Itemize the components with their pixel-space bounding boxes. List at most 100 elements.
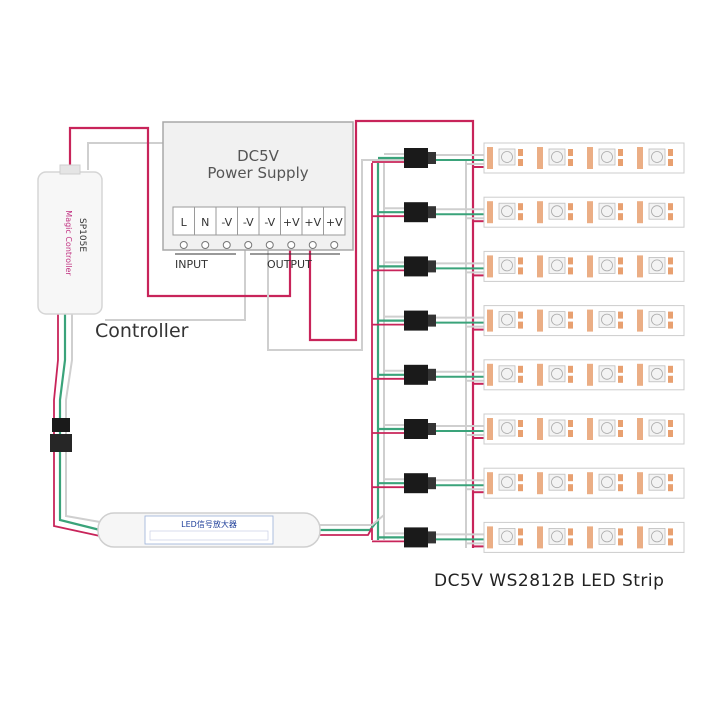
copper-pad	[487, 363, 493, 386]
copper-pad	[537, 472, 543, 495]
resistor	[568, 430, 573, 437]
copper-pad	[487, 255, 493, 278]
led-lens	[601, 313, 613, 326]
led-lens	[601, 151, 613, 163]
copper-pad	[487, 309, 493, 332]
led-lens	[551, 422, 563, 434]
led-lens	[601, 367, 613, 380]
resistor	[618, 257, 623, 265]
terminal-screw	[201, 241, 210, 249]
led-lens	[651, 205, 663, 218]
input-label: INPUT	[175, 258, 208, 271]
led-strip-row	[372, 142, 685, 174]
led-lens	[601, 530, 613, 543]
resistor	[518, 365, 523, 373]
strip-connector	[404, 148, 428, 168]
copper-pad	[637, 147, 643, 169]
copper-pad	[587, 255, 593, 278]
terminal-screw	[179, 241, 188, 249]
resistor	[668, 159, 673, 166]
resistor	[518, 474, 523, 482]
resistor	[568, 528, 573, 536]
ground-wire-psu	[267, 159, 468, 351]
led-lens	[651, 422, 663, 434]
copper-pad	[487, 418, 493, 440]
strip-connector-tip	[428, 531, 436, 544]
resistor	[518, 257, 523, 265]
resistor	[618, 375, 623, 383]
resistor	[618, 159, 623, 166]
copper-pad	[587, 472, 593, 495]
amplifier-label-plate	[144, 515, 274, 545]
resistor	[518, 149, 523, 156]
resistor	[618, 430, 623, 437]
resistor	[618, 321, 623, 329]
resistor	[668, 528, 673, 536]
resistor	[668, 213, 673, 221]
resistor	[618, 365, 623, 373]
copper-pad	[537, 418, 543, 440]
led-lens	[601, 259, 613, 272]
controller-connector	[50, 418, 72, 452]
controller-model: SP105E	[77, 218, 87, 252]
strip-connector-tip	[428, 152, 436, 164]
led-strip	[483, 413, 685, 445]
led-strip-row	[372, 413, 685, 445]
led-lens	[501, 151, 513, 163]
connector-bottom	[50, 434, 72, 452]
copper-pad	[587, 418, 593, 440]
resistor	[618, 484, 623, 492]
strip-connector-tip	[428, 260, 436, 273]
strip-connector-tip	[428, 423, 436, 435]
copper-pad	[587, 309, 593, 332]
controller-brand: Magic Controller	[64, 210, 73, 276]
strip-connector-tip	[428, 206, 436, 219]
pink-wire-controller	[53, 312, 101, 537]
resistor	[568, 267, 573, 275]
copper-pad	[637, 201, 643, 224]
resistor	[568, 538, 573, 546]
led-lens	[651, 530, 663, 543]
pink-wire-amplifier	[318, 527, 373, 536]
resistor	[518, 484, 523, 492]
resistor	[568, 149, 573, 156]
terminal-label: +V	[304, 216, 321, 229]
resistor	[568, 203, 573, 211]
led-strip-row	[372, 250, 685, 282]
copper-pad	[537, 363, 543, 386]
led-lens	[601, 422, 613, 434]
terminal-screw	[265, 241, 274, 249]
led-lens	[551, 476, 563, 489]
positive-wire-controller	[68, 126, 292, 298]
terminal-screw	[222, 241, 231, 249]
controller-cable-top	[59, 164, 81, 175]
copper-pad	[587, 526, 593, 549]
resistor	[518, 321, 523, 329]
led-lens	[651, 259, 663, 272]
led-lens	[551, 313, 563, 326]
copper-pad	[637, 472, 643, 495]
strip-connector-tip	[428, 477, 436, 490]
strip-connector	[404, 310, 428, 331]
copper-pad	[637, 255, 643, 278]
copper-pad	[487, 147, 493, 169]
resistor	[668, 420, 673, 427]
amplifier-text: LED信号放大器	[181, 519, 237, 529]
resistor	[518, 267, 523, 275]
terminal-label: -V	[221, 216, 232, 229]
led-lens	[501, 259, 513, 272]
terminal-screw	[287, 241, 296, 249]
led-lens	[501, 530, 513, 543]
copper-pad	[637, 309, 643, 332]
led-lens	[501, 205, 513, 218]
resistor	[668, 321, 673, 329]
led-lens	[551, 151, 563, 163]
resistor	[518, 213, 523, 221]
copper-pad	[537, 147, 543, 169]
grey-wire-amplifier	[318, 514, 385, 526]
led-lens	[601, 205, 613, 218]
resistor	[568, 365, 573, 373]
power-supply-line1: DC5V	[237, 147, 280, 165]
